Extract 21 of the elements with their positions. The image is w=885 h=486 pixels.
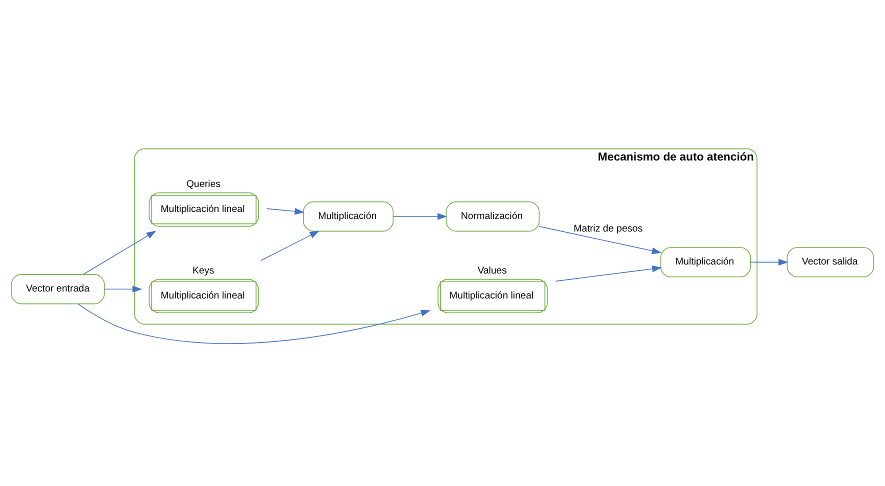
node-box: Multiplicación [660,247,751,278]
edge-label: Matriz de pesos [574,224,643,235]
arrow [750,258,788,266]
arrow [260,230,320,261]
node-box: Multiplicación [303,201,394,232]
node-box: Multiplicación lineal [148,192,259,227]
node-box: Multiplicación lineal [148,278,259,314]
arrow [555,265,662,282]
arrow [393,213,448,220]
node-box: Normalización [446,201,540,232]
arrow [266,208,304,215]
node-label: Keys [192,265,214,276]
node-box: Vector entrada [10,274,105,304]
arrow [78,304,431,344]
arrow [538,226,662,254]
node-box: Vector salida [786,247,874,278]
arrow [83,230,156,275]
node-label: Values [478,265,507,276]
node-label: Queries [186,178,221,190]
node-box: Multiplicación lineal [438,278,548,314]
arrow [104,286,142,293]
